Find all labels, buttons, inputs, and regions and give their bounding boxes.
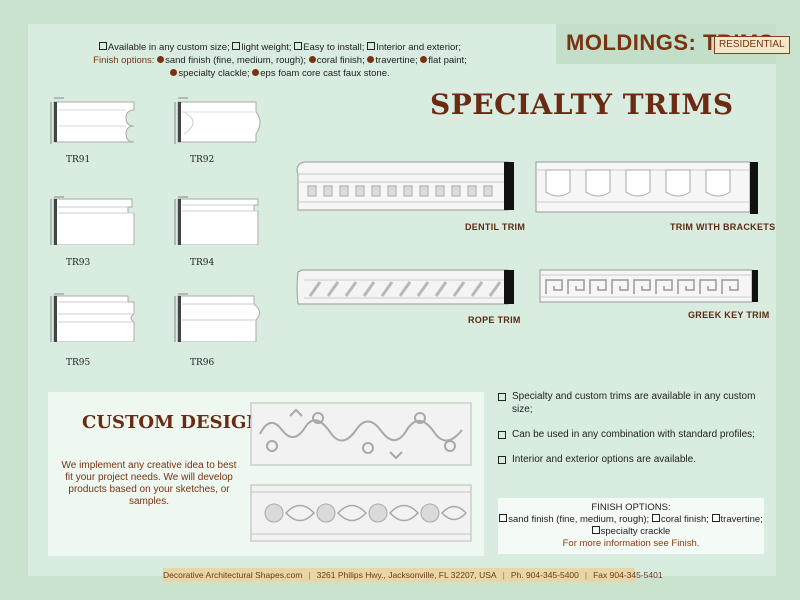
footer-fax: Fax 904-345-5401 [593, 570, 663, 580]
finish-info-link[interactable]: For more information see Finish. [562, 538, 700, 549]
profile-label: TR91 [66, 155, 91, 165]
checkbox-icon [367, 42, 376, 50]
section-heading: SPECIALTY TRIMS [430, 88, 734, 121]
trim-notes-list: Specialty and custom trims are available… [496, 390, 766, 478]
trim-label: ROPE TRIM [468, 315, 521, 325]
profile-tr93-image[interactable] [48, 195, 138, 245]
footer-address: 3261 Philips Hwy., Jacksonville, FL 3220… [316, 570, 497, 580]
bullet-dot-icon [157, 56, 165, 63]
checkbox-icon [98, 42, 107, 50]
trim-with-brackets-image[interactable] [534, 160, 760, 220]
profile-tr95-image[interactable] [48, 292, 138, 342]
product-features: Available in any custom size; light weig… [60, 41, 500, 80]
features-line: Available in any custom size; light weig… [60, 41, 500, 54]
footer-bar: Decorative Architectural Shapes.com | 3261… [163, 568, 663, 582]
trim-label: TRIM WITH BRACKETS [670, 222, 776, 232]
profile-tr96-image[interactable] [172, 292, 262, 342]
bullet-dot-icon [420, 56, 428, 63]
list-item: Interior and exterior options are availa… [496, 453, 766, 466]
list-item: Specialty and custom trims are available… [496, 390, 766, 416]
profile-label: TR94 [190, 258, 215, 268]
bullet-dot-icon [308, 56, 316, 63]
bullet-dot-icon [367, 56, 375, 63]
dentil-trim-image[interactable] [296, 160, 516, 216]
greek-key-trim-image[interactable] [538, 266, 760, 306]
footer-separator: | [308, 570, 311, 580]
footer-separator: | [502, 570, 505, 580]
rope-trim-image[interactable] [296, 266, 516, 310]
trim-label: DENTIL TRIM [465, 222, 526, 232]
checkbox-icon [591, 526, 600, 534]
finish-options-heading: FINISH OPTIONS: [591, 502, 671, 513]
checkbox-icon [651, 514, 660, 522]
footer-phone: Ph. 904-345-5400 [510, 570, 579, 580]
finish-line-2: specialty clackle; eps foam core cast fa… [60, 67, 500, 80]
bullet-dot-icon [252, 69, 260, 76]
checkbox-icon [499, 514, 508, 522]
footer-separator: | [584, 570, 588, 580]
checkbox-icon [498, 393, 506, 401]
checkbox-icon [498, 431, 506, 439]
residential-badge[interactable]: RESIDENTIAL [714, 36, 790, 54]
checkbox-icon [294, 42, 303, 50]
trim-label: GREEK KEY TRIM [688, 310, 770, 320]
custom-designs-title: CUSTOM DESIGNS [82, 412, 276, 433]
footer-site-link[interactable]: Decorative Architectural Shapes.com [163, 570, 303, 580]
profile-label: TR92 [190, 155, 215, 165]
ornamental-frieze-image[interactable] [250, 402, 472, 466]
checkbox-icon [232, 42, 241, 50]
profile-label: TR93 [66, 258, 91, 268]
profile-tr92-image[interactable] [172, 96, 262, 146]
finish-options-line-2: specialty crackle [498, 526, 764, 538]
custom-designs-text: We implement any creative idea to best f… [61, 460, 237, 507]
finish-line-1: Finish options: sand finish (fine, mediu… [93, 55, 467, 66]
profile-label: TR95 [66, 358, 91, 368]
finish-options-box: FINISH OPTIONS: sand finish (fine, mediu… [498, 498, 764, 554]
profile-label: TR96 [190, 358, 215, 368]
checkbox-icon [498, 456, 506, 464]
checkbox-icon [711, 514, 720, 522]
list-item: Can be used in any combination with stan… [496, 428, 766, 441]
profile-tr94-image[interactable] [172, 195, 262, 245]
finish-options-line-1: sand finish (fine, medium, rough); coral… [498, 514, 764, 526]
bullet-dot-icon [170, 69, 178, 76]
ornamental-border-image[interactable] [250, 484, 472, 542]
profile-tr91-image[interactable] [48, 96, 138, 146]
